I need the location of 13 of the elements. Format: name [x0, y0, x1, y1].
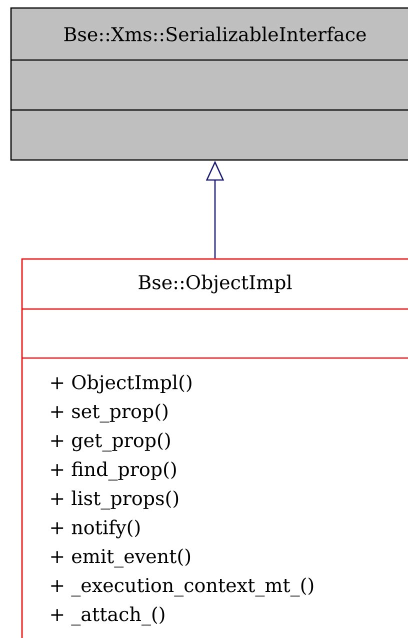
- method-name: + set_prop(): [51, 404, 168, 422]
- class-name: Bse::Xms::SerializableInterface: [64, 26, 366, 42]
- method-name: + notify(): [51, 520, 140, 538]
- method-name: + _attach_(): [51, 606, 164, 626]
- class-box: [10, 7, 408, 161]
- method-name: + emit_event(): [51, 548, 190, 568]
- method-name: + get_prop(): [51, 432, 170, 452]
- method-name: + ObjectImpl(): [51, 374, 192, 394]
- class-name: Bse::ObjectImpl: [138, 274, 292, 294]
- method-name: + _execution_context_mt_(): [51, 578, 314, 596]
- method-name: + find_prop(): [51, 462, 176, 480]
- method-name: + list_props(): [51, 490, 178, 510]
- class-box: [21, 258, 408, 638]
